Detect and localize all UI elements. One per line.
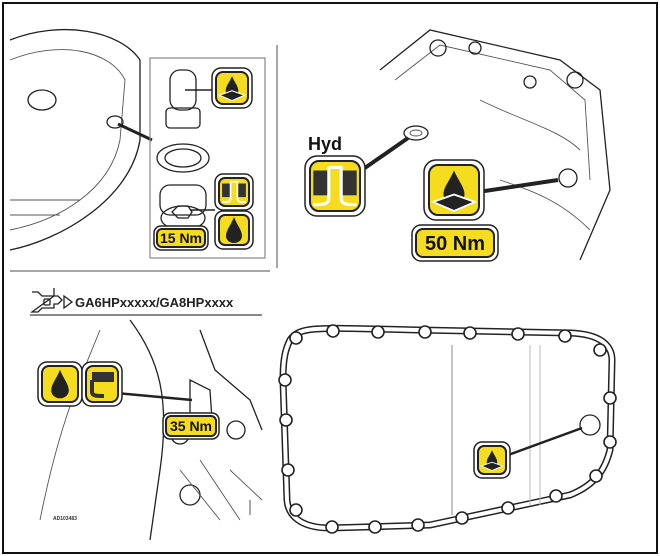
pan-bolt bbox=[411, 518, 425, 532]
torque-label-35: 35 Nm bbox=[170, 418, 212, 434]
pan-bolt bbox=[603, 435, 617, 449]
sealant-icon bbox=[473, 441, 511, 479]
pan-bolt bbox=[326, 324, 340, 338]
detail-box bbox=[149, 57, 266, 259]
torque-badge-15: 15 Nm bbox=[153, 225, 209, 251]
hyd-label: Hyd bbox=[308, 134, 342, 154]
pan-bolt bbox=[289, 503, 303, 517]
panel-bottom-right bbox=[278, 324, 617, 534]
torque-label-15: 15 Nm bbox=[160, 230, 202, 246]
seal-ring-icon bbox=[304, 155, 366, 217]
pan-bolts bbox=[278, 324, 617, 534]
sealant-icon bbox=[211, 67, 253, 109]
pan-bolt bbox=[325, 520, 339, 534]
sealant-icon bbox=[423, 159, 485, 221]
transmission-icon bbox=[30, 288, 74, 313]
pan-bolt bbox=[549, 489, 563, 503]
reference-code: AD103483 bbox=[53, 516, 77, 522]
oil-drop-icon bbox=[214, 210, 254, 250]
seal-ring-half-icon bbox=[81, 361, 123, 407]
panel-top-left: 15 Nm bbox=[9, 29, 266, 259]
panel-bottom-left: GA6HPxxxxx/GA8HPxxxx 35 Nm AD103483 bbox=[30, 288, 263, 541]
pan-bolt bbox=[368, 520, 382, 534]
pan-bolt bbox=[589, 469, 603, 483]
pan-bolt bbox=[511, 327, 525, 341]
pan-bolt bbox=[279, 413, 293, 427]
seal-ring-icon bbox=[214, 173, 254, 211]
pan-bolt bbox=[289, 331, 303, 345]
pan-bolt bbox=[463, 326, 477, 340]
panel-top-right: Hyd 50 Nm bbox=[304, 29, 611, 262]
pan-bolt bbox=[558, 329, 572, 343]
pan-bolt bbox=[418, 325, 432, 339]
oil-drop-icon bbox=[37, 361, 83, 407]
torque-badge-50: 50 Nm bbox=[411, 224, 499, 262]
pan-bolt bbox=[603, 391, 617, 405]
pan-bolt bbox=[593, 343, 607, 357]
pan-bolt bbox=[371, 325, 385, 339]
pan-bolt bbox=[501, 501, 515, 515]
torque-label-50: 50 Nm bbox=[425, 233, 485, 255]
pan-bolt bbox=[455, 511, 469, 525]
pan-bolt bbox=[281, 463, 295, 477]
model-label: GA6HPxxxxx/GA8HPxxxx bbox=[75, 295, 234, 310]
pan-bolt bbox=[278, 373, 292, 387]
torque-badge-35: 35 Nm bbox=[162, 412, 220, 440]
